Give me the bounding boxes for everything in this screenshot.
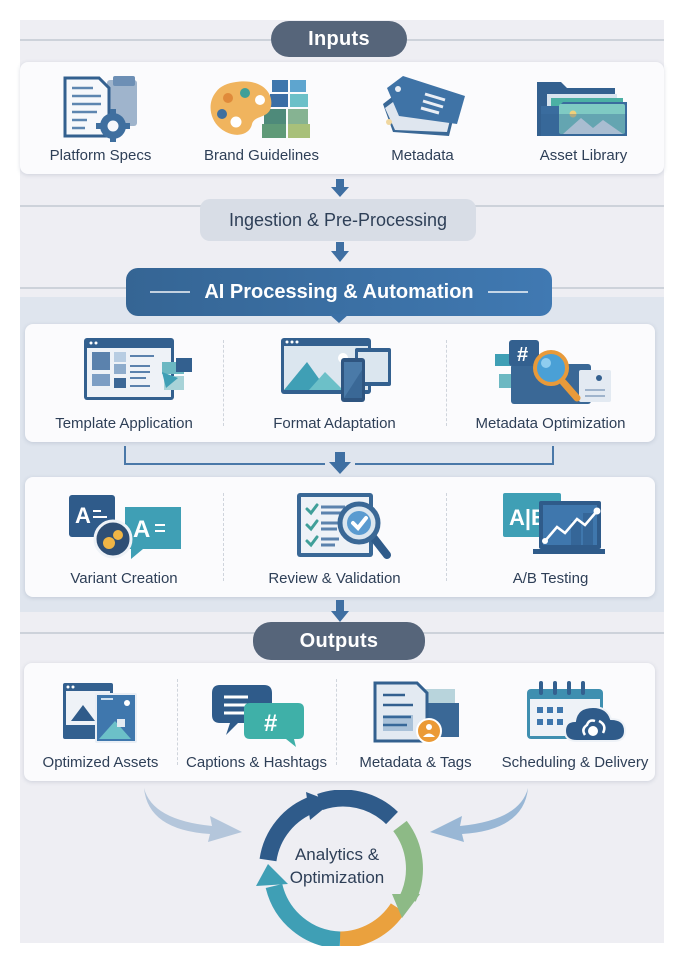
label-scheduling-delivery: Scheduling & Delivery [501, 754, 649, 771]
label-format-adaptation: Format Adaptation [273, 415, 396, 432]
calendar-cloud-icon [527, 681, 627, 742]
ai-row1-card: # Template Application Format Adaptation… [25, 324, 655, 442]
decorative-dash [150, 291, 191, 293]
outputs-title: Outputs [253, 622, 425, 660]
step-format-adaptation [223, 324, 446, 442]
ai-processing-title-text: AI Processing & Automation [204, 280, 474, 303]
text-variants-icon: A A [69, 495, 181, 559]
curved-arrow-right-icon [430, 788, 528, 842]
label-review-validation: Review & Validation [268, 570, 401, 587]
separator [336, 679, 337, 765]
cycle-segment-navy [259, 795, 318, 862]
input-asset-library [503, 62, 664, 174]
step-metadata-optimization: # [446, 324, 655, 442]
merge-connector [124, 446, 554, 474]
down-arrow-icon [331, 600, 349, 622]
separator [223, 493, 224, 581]
svg-text:A: A [75, 503, 91, 528]
hashtag-magnifier-icon: # [494, 340, 611, 404]
label-platform-specs: Platform Specs [49, 147, 152, 164]
palette-swatches-icon [210, 80, 310, 138]
label-ab-testing: A/B Testing [512, 570, 589, 587]
cycle-segment-green [393, 820, 423, 902]
cycle-segment-teal [265, 883, 341, 946]
separator [177, 679, 178, 765]
analytics-cycle [256, 790, 423, 946]
step-ab-testing: A|B [446, 477, 655, 597]
cycle-segment-navy-top [317, 790, 398, 825]
checklist-magnifier-icon [296, 493, 391, 559]
document-gear-icon [63, 76, 137, 142]
responsive-devices-icon [280, 338, 391, 402]
step-template-application [25, 324, 223, 442]
outputs-card: # Optimized Assets Captions & Hashtags M… [24, 663, 655, 781]
ingestion-step: Ingestion & Pre-Processing [200, 199, 476, 241]
label-brand-guidelines: Brand Guidelines [203, 147, 320, 164]
tag-icon [382, 76, 465, 136]
output-metadata-tags [336, 663, 495, 781]
inputs-card: Platform Specs Brand Guidelines Metadata… [20, 62, 664, 174]
output-optimized-assets [24, 663, 177, 781]
output-captions-hashtags: # [177, 663, 336, 781]
input-brand-guidelines [181, 62, 342, 174]
decorative-dash [487, 291, 528, 293]
output-scheduling-delivery [495, 663, 655, 781]
separator [446, 493, 447, 581]
cycle-arrowhead [306, 792, 332, 820]
input-platform-specs [20, 62, 181, 174]
down-arrow-icon [331, 179, 349, 197]
label-metadata: Metadata [391, 147, 454, 164]
template-window-icon [84, 338, 192, 400]
chat-hashtag-icon: # [211, 685, 304, 747]
input-metadata [342, 62, 503, 174]
ai-header-pointer [329, 314, 349, 323]
cycle-arrowhead [256, 864, 288, 886]
label-captions-hashtags: Captions & Hashtags [186, 754, 327, 771]
step-review-validation [223, 477, 446, 597]
svg-text:#: # [517, 344, 528, 366]
ai-processing-title: AI Processing & Automation [126, 268, 552, 316]
separator [223, 340, 224, 426]
down-arrow-icon [331, 242, 349, 262]
ab-chart-icon: A|B [502, 493, 605, 554]
document-user-icon [373, 681, 459, 744]
inputs-title: Inputs [271, 21, 407, 57]
svg-text:#: # [264, 710, 277, 737]
cycle-arrowhead [392, 894, 420, 918]
label-optimized-assets: Optimized Assets [42, 754, 159, 771]
label-template-application: Template Application [55, 415, 193, 432]
analytics-label-line2: Optimization [289, 868, 385, 887]
label-variant-creation: Variant Creation [70, 570, 178, 587]
step-variant-creation: A A [25, 477, 223, 597]
image-assets-icon [62, 683, 137, 743]
ai-row2-card: A A A|B [25, 477, 655, 597]
label-asset-library: Asset Library [539, 147, 628, 164]
curved-arrow-left-icon [144, 788, 242, 842]
cycle-segment-orange [339, 903, 406, 946]
label-metadata-tags: Metadata & Tags [359, 754, 472, 771]
svg-text:A: A [133, 516, 150, 543]
folder-image-icon [536, 82, 627, 136]
analytics-label-line1: Analytics & [294, 845, 380, 864]
label-metadata-optimization: Metadata Optimization [475, 415, 626, 432]
separator [446, 340, 447, 426]
analytics-optimization-label: Analytics & Optimization [276, 843, 398, 889]
